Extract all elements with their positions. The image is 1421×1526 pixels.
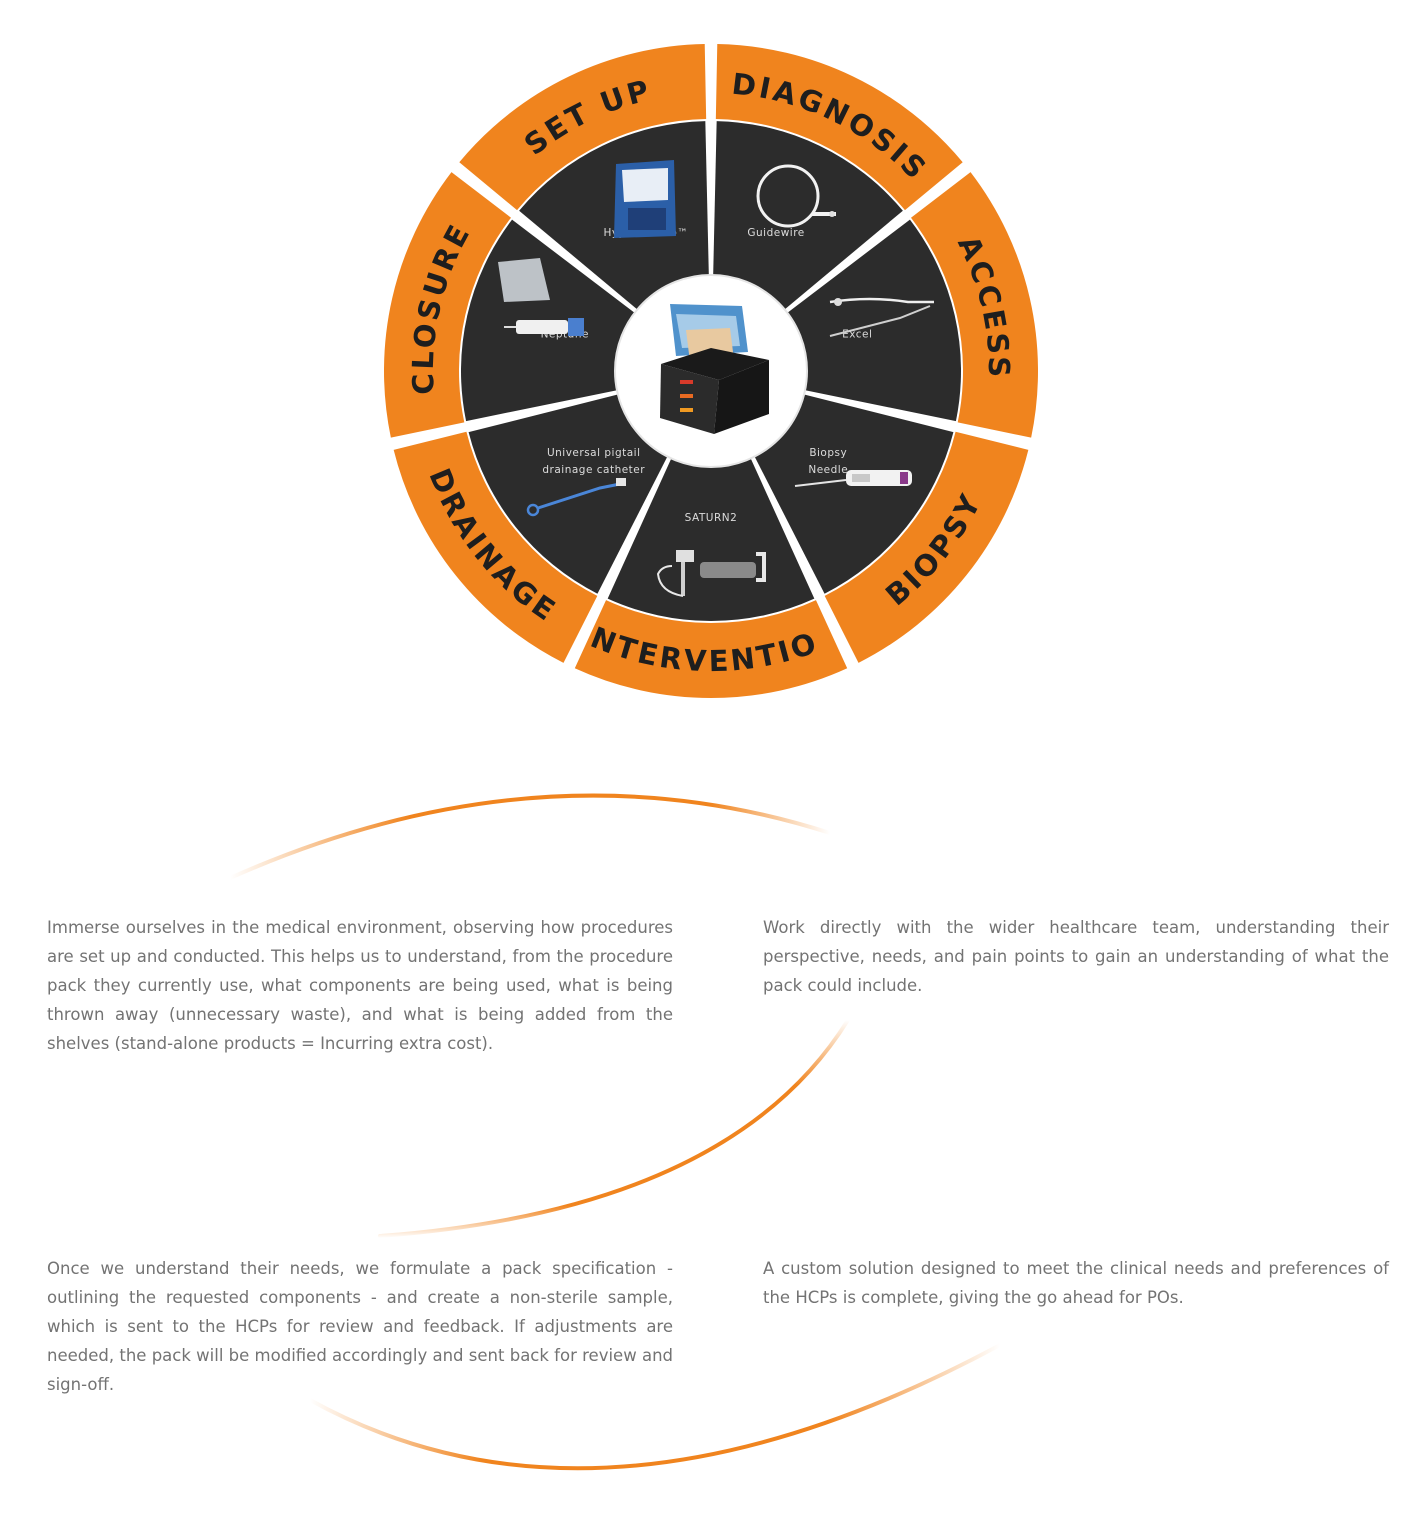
inflation-device-icon [656,550,766,597]
paragraph-collaborate: Work directly with the wider healthcare … [763,918,1389,995]
stage-segment-0 [459,44,707,211]
pigtail-catheter-icon [526,478,626,517]
product-label: Excel [842,329,872,341]
product-label: Biopsy [809,447,847,459]
product-label: SATURN2 [685,512,738,524]
stage-segment-5 [393,431,598,663]
product-label: Guidewire [747,227,804,239]
procedure-pack-box-icon [660,304,769,434]
paragraph-complete: A custom solution designed to meet the c… [763,1259,1389,1307]
biopsy-gun-icon [794,470,912,487]
stage-segment-2 [911,172,1038,438]
stage-segment-3 [824,431,1029,663]
product-label: drainage catheter [542,464,645,476]
product-icons [498,160,934,597]
procedure-wheel: HyperAbsorb™GuidewireExcelBiopsyNeedleSA… [0,0,1038,698]
syringe-and-bag-icon [498,258,584,336]
paragraph-observe: Immerse ourselves in the medical environ… [47,918,673,1053]
surgical-drape-pack-icon [614,160,676,238]
stage-segment-1 [715,44,963,211]
paragraph-specify: Once we understand their needs, we formu… [47,1259,673,1394]
swoosh-1 [228,793,832,880]
coiled-guidewire-icon [756,164,836,228]
stage-ring [384,44,1038,698]
center-hub [614,274,808,468]
stage-segment-6 [384,172,511,438]
product-label: Universal pigtail [547,447,641,459]
access-needle-icon [829,297,934,337]
product-label: Needle [808,464,848,476]
stage-segment-4 [574,600,848,698]
